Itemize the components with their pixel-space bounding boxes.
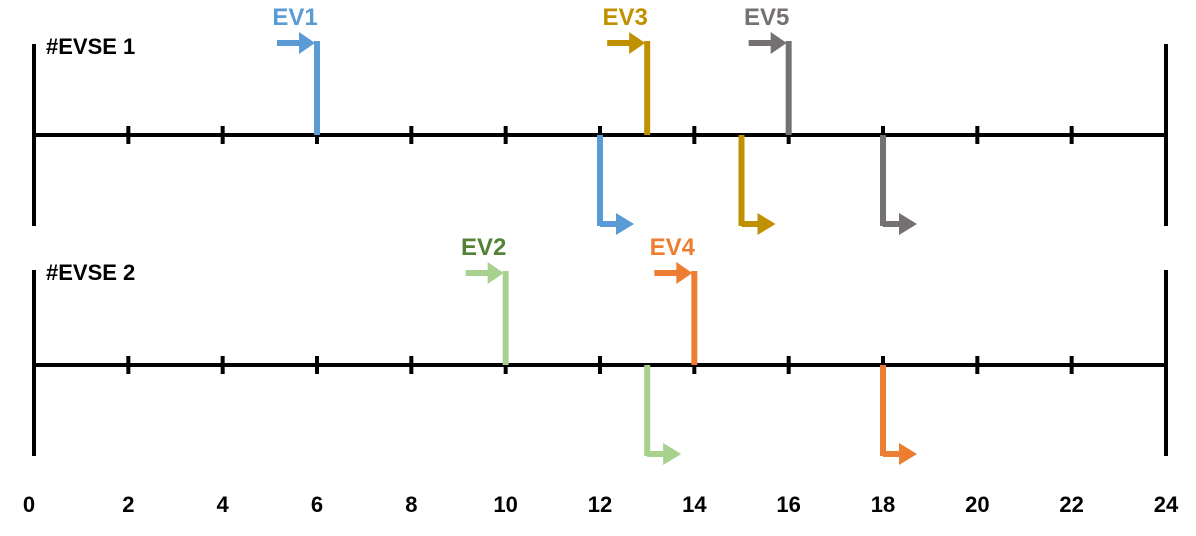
axis-tick-label: 6: [311, 492, 323, 517]
axis-tick-label: 8: [405, 492, 417, 517]
vehicle-label: EV5: [744, 4, 789, 31]
departure-arrow-icon: [899, 443, 917, 465]
axis-tick-label: 10: [493, 492, 517, 517]
vehicle-label: EV3: [602, 4, 647, 31]
station-timeline-1: #EVSE 1 EV1 EV3 EV5: [32, 4, 1168, 235]
axis-tick-label: 2: [122, 492, 134, 517]
axis-tick-label: 22: [1059, 492, 1083, 517]
axis-tick-label: 18: [871, 492, 895, 517]
vehicle-ev2: EV2: [461, 234, 682, 465]
station-label: #EVSE 2: [46, 260, 135, 285]
station-timeline-2: #EVSE 2 EV2 EV4: [32, 234, 1168, 465]
axis-tick-label: 24: [1154, 492, 1179, 517]
vehicle-label: EV2: [461, 234, 506, 261]
arrival-arrow-icon: [676, 262, 693, 284]
vehicle-label: EV1: [272, 4, 317, 31]
vehicle-ev5: EV5: [744, 4, 917, 235]
vehicle-ev4: EV4: [650, 234, 917, 465]
axis-tick-label: 4: [217, 492, 230, 517]
departure-arrow-icon: [663, 443, 682, 465]
arrival-arrow-icon: [629, 32, 646, 54]
axis-tick-label: 0: [23, 492, 35, 517]
axis-tick-label: 16: [776, 492, 800, 517]
arrival-arrow-icon: [299, 32, 315, 54]
axis-tick-label: 20: [965, 492, 989, 517]
axis-tick-label: 14: [682, 492, 707, 517]
departure-arrow-icon: [757, 213, 776, 235]
station-label: #EVSE 1: [46, 34, 135, 59]
departure-arrow-icon: [899, 213, 917, 235]
vehicle-label: EV4: [650, 234, 696, 261]
axis-tick-label: 12: [588, 492, 612, 517]
vehicle-ev1: EV1: [272, 4, 634, 235]
arrival-arrow-icon: [770, 32, 787, 54]
departure-arrow-icon: [616, 213, 634, 235]
vehicle-ev3: EV3: [602, 4, 776, 235]
arrival-arrow-icon: [487, 262, 504, 284]
